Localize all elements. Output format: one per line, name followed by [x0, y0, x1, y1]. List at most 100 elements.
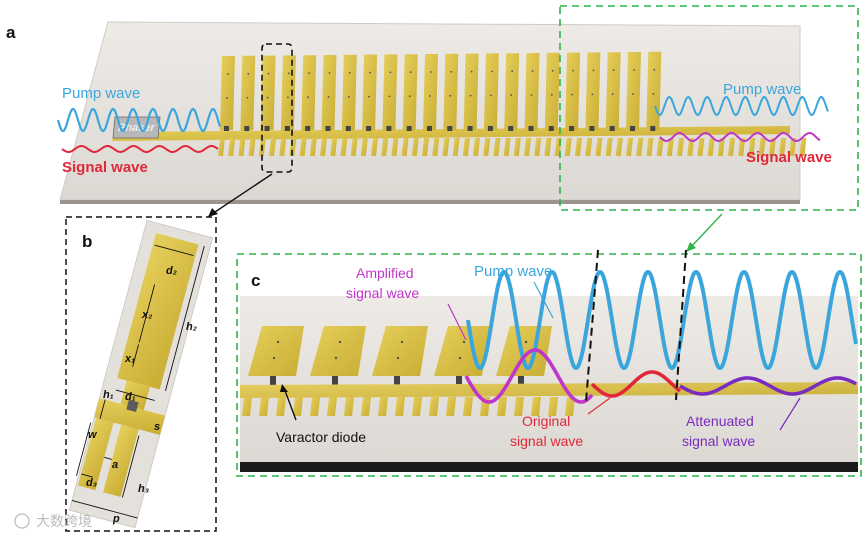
attenuated-label-line2: signal wave: [682, 433, 755, 449]
unit-cell-left-leg: [77, 417, 114, 491]
finger-dot: [510, 94, 513, 97]
capacitor-finger: [301, 55, 317, 132]
lower-tooth: [687, 138, 695, 156]
capacitor-finger: [626, 52, 641, 131]
capacitor-finger: [483, 53, 499, 131]
cell-tooth: [293, 397, 303, 416]
lower-tooth: [656, 138, 664, 156]
phaser-label: Phaser: [118, 122, 155, 134]
lower-tooth: [350, 138, 358, 156]
lower-tooth: [544, 138, 552, 156]
lower-tooth: [401, 138, 409, 156]
cell-varactor: [518, 376, 524, 385]
cell-tooth: [378, 397, 388, 416]
lower-tooth: [677, 138, 684, 156]
finger-dot: [530, 94, 533, 96]
amplified-signal-wave: [464, 348, 594, 404]
lower-tooth: [238, 138, 246, 156]
cell-dot: [462, 340, 466, 344]
varactor-chip: [305, 126, 311, 131]
lower-tooth: [534, 138, 542, 156]
finger-dot: [491, 70, 493, 73]
varactor-chip: [528, 126, 534, 131]
finger-dot: [449, 94, 452, 97]
signal-wave-right: [659, 131, 821, 143]
cell-tooth: [429, 397, 439, 416]
varactor-chip: [609, 126, 615, 131]
finger-dot: [490, 94, 492, 97]
varactor-chip: [630, 126, 635, 131]
cell-dot: [458, 356, 462, 360]
lower-tooth: [789, 138, 797, 156]
cell-dot: [334, 356, 338, 360]
lower-tooth: [279, 138, 287, 156]
finger-dot: [288, 72, 290, 75]
finger-dot: [591, 93, 594, 96]
cell-tooth: [565, 397, 575, 416]
finger-dot: [430, 71, 432, 73]
lower-tooth: [248, 138, 256, 156]
cell-dot: [524, 340, 528, 344]
finger-dot: [633, 69, 635, 71]
cell-tooth: [259, 397, 269, 416]
panel-a-letter: a: [6, 23, 16, 42]
lower-tooth: [452, 138, 460, 156]
unit-cell-pad: [248, 326, 304, 376]
capacitor-finger: [524, 53, 540, 131]
finger-dot: [612, 69, 615, 72]
varactor-chip: [650, 126, 656, 131]
finger-dot: [388, 95, 391, 98]
unit-cell-right-leg: [103, 424, 139, 497]
cell-tooth: [463, 397, 473, 416]
finger-dot: [266, 96, 269, 99]
cell-varactor: [394, 376, 400, 385]
lower-tooth: [289, 138, 297, 156]
finger-dot: [287, 96, 289, 99]
cell-tooth: [242, 397, 252, 416]
cell-varactor: [332, 376, 338, 385]
varactor-chip: [589, 126, 595, 131]
finger-dot: [469, 94, 472, 97]
dim-h3: h₃: [138, 483, 149, 495]
arrow-to-panel-b: [211, 173, 273, 215]
dim-h1: h₁: [103, 389, 114, 401]
finger-dot: [571, 93, 573, 96]
lower-tooth: [371, 138, 378, 156]
lower-tooth: [391, 138, 399, 156]
lower-tooth: [738, 138, 746, 156]
original-pointer: [587, 397, 611, 415]
varactor-chip: [244, 126, 250, 131]
lower-tooth: [462, 138, 470, 156]
panel-b-letter: b: [82, 232, 92, 251]
varactor-chip: [224, 126, 229, 131]
arrow-to-panel-c: [689, 213, 723, 249]
pump-wave-right: [654, 95, 829, 117]
capacitor-finger: [504, 53, 520, 132]
finger-dot: [652, 92, 655, 95]
lower-tooth: [320, 138, 327, 156]
lower-tooth: [768, 138, 776, 156]
dim-s: s: [154, 421, 160, 433]
finger-dot: [389, 71, 392, 74]
finger-dot: [632, 93, 634, 95]
original-label-line2: signal wave: [510, 433, 583, 449]
finger-dot: [347, 95, 350, 98]
lower-tooth: [503, 138, 511, 156]
attenuated-signal-wave: [679, 376, 857, 396]
attenuated-label-line1: Attenuated: [686, 413, 754, 429]
capacitor-finger: [260, 55, 276, 131]
varactor-chip: [467, 126, 473, 131]
panel-c: c Amplified signal wave Pump wave Origin…: [236, 249, 862, 477]
output-region-highlight-box: [559, 5, 859, 211]
varactor-chip: [345, 126, 351, 131]
finger-dot: [408, 95, 411, 98]
dim-d3: d₃: [86, 477, 97, 489]
amplified-label-line1: Amplified: [356, 265, 414, 281]
lower-tooth: [340, 138, 348, 156]
lower-tooth: [646, 138, 654, 156]
lower-tooth: [564, 138, 572, 156]
unit-cell-upper-pad: [117, 233, 199, 390]
varactor-chip: [406, 126, 412, 131]
dim-w: w: [88, 429, 98, 441]
